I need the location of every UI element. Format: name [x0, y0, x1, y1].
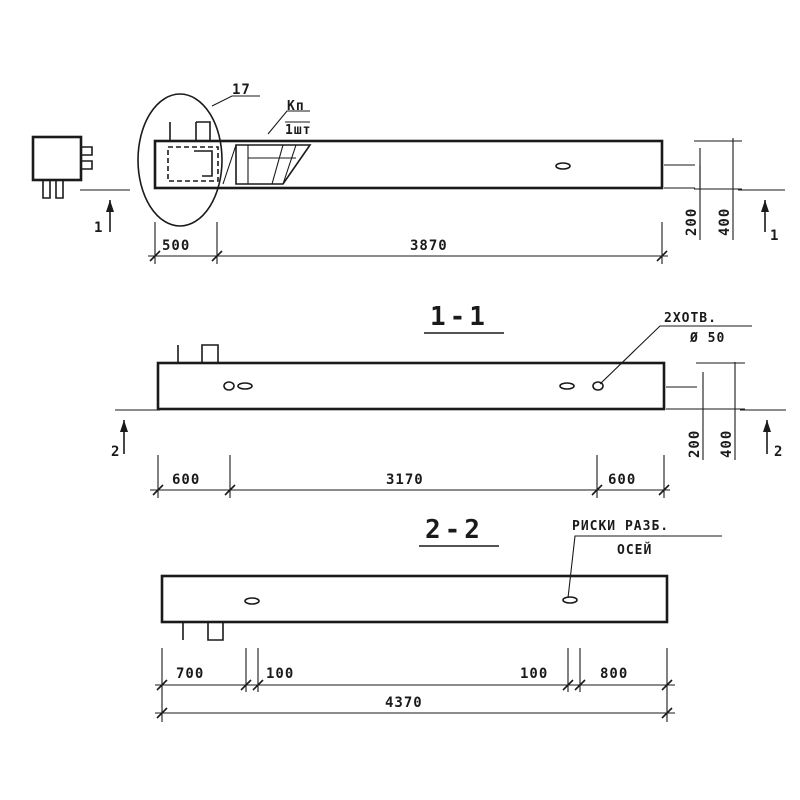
note-line-2: ОСЕЙ [617, 542, 652, 558]
dim-3870: 3870 [410, 238, 448, 254]
length-dims: 500 3870 [148, 222, 668, 264]
section-mark-1-right: 1 [738, 189, 785, 244]
hole-mark [562, 596, 578, 604]
beam-plan [153, 139, 664, 190]
section-mark-2-right: 2 [740, 409, 786, 460]
callout-text-top: Кп [287, 99, 305, 114]
section-mark-label: 2 [774, 444, 783, 460]
height-200: 200 [687, 430, 703, 458]
top-view: 1 17 Кп 1шт [31, 82, 785, 264]
section-mark-label: 1 [94, 220, 103, 236]
height-400: 400 [719, 430, 735, 458]
callout-number: 17 [232, 82, 251, 98]
end-elevation [31, 135, 93, 199]
section-1-1: 1-1 2ХОТВ. Ø 50 200 400 [111, 302, 786, 498]
dim-100-left: 100 [266, 666, 294, 682]
length-dims: 700 100 100 800 4370 [155, 648, 675, 722]
beam-elevation-1 [156, 361, 666, 411]
section-mark-2-left: 2 [111, 409, 160, 460]
hole-mark [244, 597, 260, 605]
dim-700: 700 [176, 666, 204, 682]
note-line-2: Ø 50 [689, 331, 725, 346]
beam-elevation-2 [160, 574, 669, 624]
dim-800: 800 [600, 666, 628, 682]
dim-100-right: 100 [520, 666, 548, 682]
note-line-1: 2ХОТВ. [664, 311, 717, 326]
callout-text-bottom: 1шт [285, 123, 311, 138]
hole-mark [555, 162, 571, 170]
callout-17: 17 [137, 82, 260, 227]
dim-500: 500 [162, 238, 190, 254]
height-dims: 200 400 [684, 138, 742, 240]
callout-kp: Кп 1шт [267, 99, 311, 138]
hole-mark [592, 381, 604, 391]
dim-600-right: 600 [608, 472, 636, 488]
height-400: 400 [717, 208, 733, 236]
note-axis-marks: РИСКИ РАЗБ. ОСЕЙ [567, 519, 722, 599]
length-dims: 600 3170 600 [150, 455, 670, 498]
dim-4370: 4370 [385, 695, 423, 711]
dim-600-left: 600 [172, 472, 200, 488]
hole-mark [237, 382, 253, 390]
section-mark-1-left: 1 [80, 189, 130, 236]
embedded-part [167, 121, 312, 185]
section-title: 2-2 [425, 515, 484, 545]
section-mark-label: 1 [770, 228, 779, 244]
section-title: 1-1 [430, 302, 489, 332]
note-holes: 2ХОТВ. Ø 50 [599, 311, 752, 385]
note-line-1: РИСКИ РАЗБ. [572, 519, 669, 534]
section-2-2: 2-2 РИСКИ РАЗБ. ОСЕЙ 700 100 100 800 [155, 515, 722, 722]
hole-mark [559, 382, 575, 390]
height-dims: 200 400 [687, 362, 745, 460]
hole-mark [223, 381, 235, 391]
dim-3170: 3170 [386, 472, 424, 488]
section-mark-label: 2 [111, 444, 120, 460]
height-200: 200 [684, 208, 700, 236]
